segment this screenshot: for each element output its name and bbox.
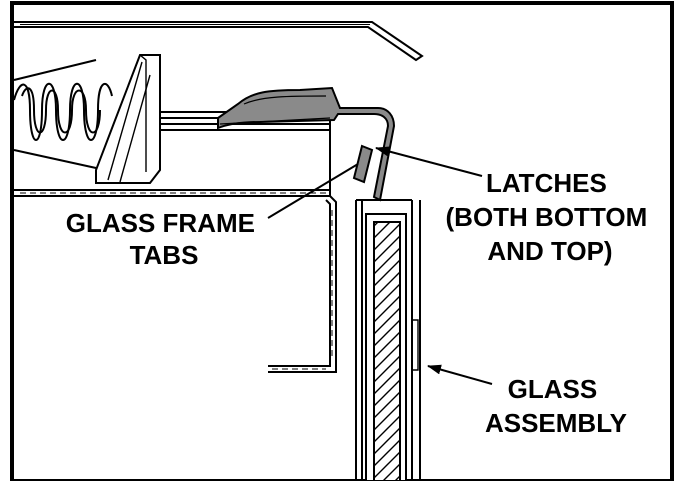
glass-pane — [373, 221, 401, 481]
glass-frame-tabs-leader — [267, 163, 359, 219]
latches-leader — [375, 146, 483, 177]
glass-assembly-label: GLASS ASSEMBLY — [485, 374, 627, 438]
coil-spring — [13, 82, 113, 141]
spring-bracket — [13, 54, 161, 184]
base-shelf — [14, 189, 337, 373]
top-panel — [14, 21, 424, 62]
latches-label: LATCHES (BOTH BOTTOM AND TOP) — [446, 168, 655, 266]
leader-lines — [267, 146, 493, 385]
glass-frame-tabs-label: GLASS FRAME TABS — [66, 208, 262, 270]
glass-assembly — [355, 199, 421, 481]
latch-tab — [352, 144, 374, 184]
diagram-border — [10, 1, 674, 481]
glass-assembly-leader — [427, 364, 493, 385]
